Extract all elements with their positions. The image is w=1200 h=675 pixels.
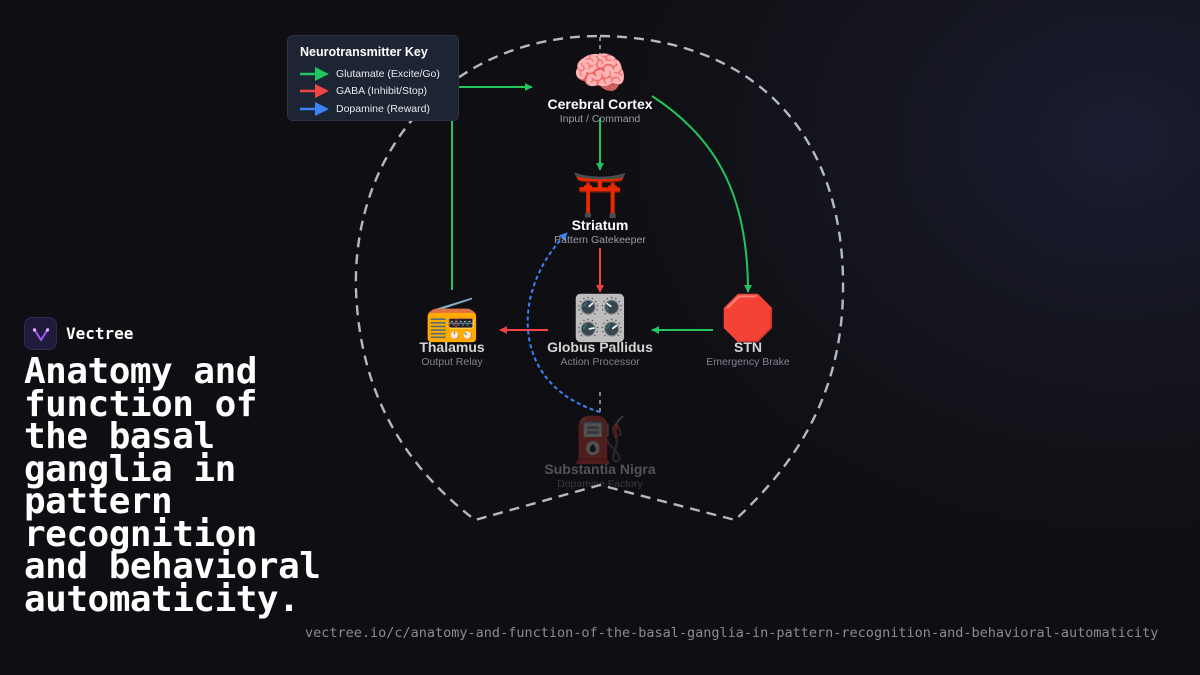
legend-title: Neurotransmitter Key — [300, 45, 428, 59]
brain-outline — [354, 34, 845, 522]
page-title: Anatomy and function of the basal gangli… — [24, 351, 321, 620]
vectree-logo-icon — [24, 317, 57, 350]
node-title: Substantia Nigra — [544, 461, 655, 477]
brain-icon: 🧠 — [573, 49, 628, 98]
blue-arrow-icon — [300, 101, 329, 116]
legend-label: Glutamate (Excite/Go) — [336, 67, 440, 80]
legend-label: Dopamine (Reward) — [336, 102, 430, 115]
node-title: Striatum — [572, 217, 629, 233]
node-cerebral-cortex: 🧠 Cerebral Cortex Input / Command — [547, 49, 652, 125]
fuel-pump-icon: ⛽ — [573, 415, 628, 465]
arrow-thalamus-to-cortex — [451, 83, 533, 290]
torii-gate-icon: ⛩️ — [573, 171, 628, 220]
node-subtitle: Pattern Gatekeeper — [554, 234, 646, 246]
node-title: Thalamus — [419, 339, 485, 355]
legend-item-glutamate: Glutamate (Excite/Go) — [300, 65, 446, 83]
arrow-cortex-to-stn — [651, 95, 752, 293]
brand-name: Vectree — [66, 324, 134, 343]
stop-sign-icon: 🛑 — [721, 293, 776, 343]
node-substantia-nigra: ⛽ Substantia Nigra Dopamine Factory — [544, 415, 655, 490]
node-striatum: ⛩️ Striatum Pattern Gatekeeper — [554, 171, 646, 246]
node-title: Globus Pallidus — [547, 339, 653, 355]
green-arrow-icon — [300, 66, 329, 81]
control-knobs-icon: 🎛️ — [573, 293, 628, 343]
legend-item-dopamine: Dopamine (Reward) — [300, 100, 446, 118]
red-arrow-icon — [300, 84, 329, 99]
page-url[interactable]: vectree.io/c/anatomy-and-function-of-the… — [305, 625, 1159, 641]
node-subtitle: Dopamine Factory — [557, 478, 644, 490]
node-subtitle: Input / Command — [560, 113, 641, 125]
node-globus-pallidus: 🎛️ Globus Pallidus Action Processor — [547, 293, 653, 368]
neurotransmitter-legend: Neurotransmitter Key Glutamate (Excite/G… — [287, 35, 459, 121]
legend-label: GABA (Inhibit/Stop) — [336, 85, 428, 98]
node-subtitle: Emergency Brake — [706, 356, 790, 368]
node-title: STN — [734, 339, 762, 355]
node-title: Cerebral Cortex — [547, 96, 652, 112]
brand: Vectree — [24, 317, 133, 350]
legend-item-gaba: GABA (Inhibit/Stop) — [300, 83, 446, 101]
node-stn: 🛑 STN Emergency Brake — [706, 293, 790, 368]
radio-icon: 📻 — [425, 294, 480, 343]
node-thalamus: 📻 Thalamus Output Relay — [419, 294, 485, 368]
node-subtitle: Output Relay — [421, 356, 483, 368]
node-subtitle: Action Processor — [560, 356, 640, 368]
arrow-nigra-to-striatum — [526, 232, 601, 413]
